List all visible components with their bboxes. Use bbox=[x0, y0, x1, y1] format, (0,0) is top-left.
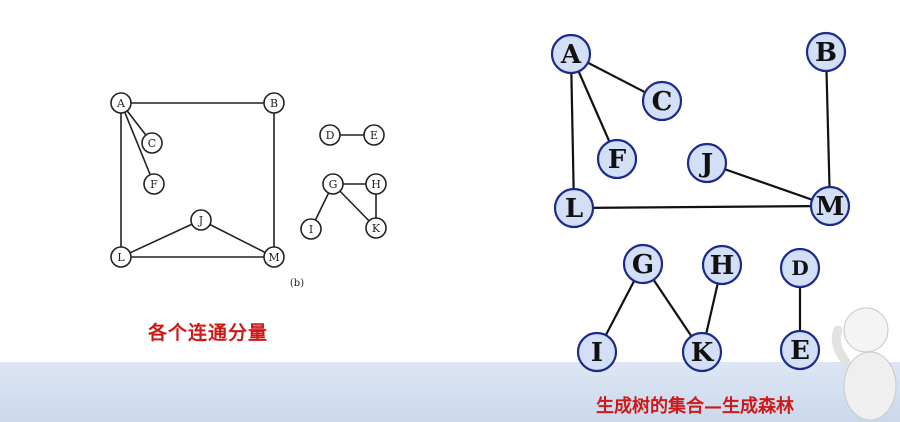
caption-spanning-forest: 生成树的集合—生成森林 bbox=[596, 396, 794, 417]
svg-text:A: A bbox=[560, 40, 582, 70]
left-node-K: K bbox=[365, 217, 387, 239]
left-node-C: C bbox=[141, 132, 163, 154]
svg-text:F: F bbox=[608, 145, 627, 175]
forest-node-J: J bbox=[686, 142, 728, 184]
svg-text:B: B bbox=[815, 38, 837, 68]
tree-edge-B-M bbox=[824, 51, 832, 207]
svg-text:G: G bbox=[329, 178, 338, 191]
svg-text:J: J bbox=[198, 214, 203, 227]
svg-text:H: H bbox=[710, 251, 735, 281]
tree-edge-J-M bbox=[706, 161, 831, 208]
forest-node-I: I bbox=[576, 331, 618, 373]
left-nodes: A B C F J L M D bbox=[110, 92, 387, 289]
right-forest-nodes: A B C F J L M G bbox=[550, 31, 851, 373]
left-node-E: E bbox=[363, 124, 385, 146]
svg-text:I: I bbox=[591, 338, 603, 368]
left-node-L: L bbox=[110, 246, 132, 268]
forest-node-B: B bbox=[805, 31, 847, 73]
tree-edge-A-L bbox=[569, 53, 576, 209]
svg-text:K: K bbox=[691, 338, 715, 368]
right-forest-edges bbox=[569, 51, 832, 353]
forest-node-K: K bbox=[681, 331, 723, 373]
svg-text:L: L bbox=[117, 251, 125, 264]
forest-node-A: A bbox=[550, 33, 592, 75]
svg-text:C: C bbox=[148, 137, 156, 150]
svg-text:D: D bbox=[326, 129, 335, 142]
left-node-I: I bbox=[300, 218, 322, 240]
forest-node-L: L bbox=[553, 187, 595, 229]
svg-text:E: E bbox=[370, 129, 378, 142]
forest-node-H: H bbox=[701, 244, 743, 286]
svg-text:C: C bbox=[652, 87, 673, 117]
forest-node-C: C bbox=[641, 80, 683, 122]
left-node-B: B bbox=[263, 92, 285, 114]
svg-text:J: J bbox=[699, 149, 713, 179]
left-node-F: F bbox=[143, 173, 165, 195]
svg-text:G: G bbox=[632, 250, 654, 280]
svg-text:B: B bbox=[270, 97, 278, 110]
svg-text:M: M bbox=[816, 192, 845, 222]
svg-text:A: A bbox=[116, 97, 126, 110]
edge-J-M bbox=[200, 219, 275, 258]
edge-L-J bbox=[120, 219, 202, 258]
tree-edge-L-M bbox=[573, 204, 831, 210]
left-node-H: H bbox=[365, 173, 387, 195]
forest-node-G: G bbox=[622, 243, 664, 285]
footer-band bbox=[0, 362, 900, 422]
svg-text:E: E bbox=[790, 336, 810, 366]
left-node-J: J bbox=[190, 209, 212, 231]
forest-node-D: D bbox=[779, 247, 821, 289]
svg-text:I: I bbox=[309, 223, 313, 236]
forest-node-F: F bbox=[596, 138, 638, 180]
svg-text:H: H bbox=[371, 178, 381, 191]
svg-text:L: L bbox=[565, 194, 583, 224]
forest-node-E: E bbox=[779, 329, 821, 371]
svg-text:F: F bbox=[150, 178, 158, 191]
caption-connected-components: 各个连通分量 bbox=[148, 322, 269, 344]
mascot-figure-icon bbox=[831, 307, 897, 421]
svg-text:D: D bbox=[791, 256, 808, 280]
edge-A-F bbox=[120, 102, 155, 185]
left-node-M: M bbox=[263, 246, 285, 268]
forest-node-M: M bbox=[809, 185, 851, 227]
figure-sublabel: (b) bbox=[290, 278, 304, 289]
svg-text:M: M bbox=[268, 251, 279, 264]
left-node-A: A bbox=[110, 92, 132, 114]
left-node-D: D bbox=[319, 124, 341, 146]
left-node-G: G bbox=[322, 173, 344, 195]
svg-text:K: K bbox=[372, 222, 381, 235]
